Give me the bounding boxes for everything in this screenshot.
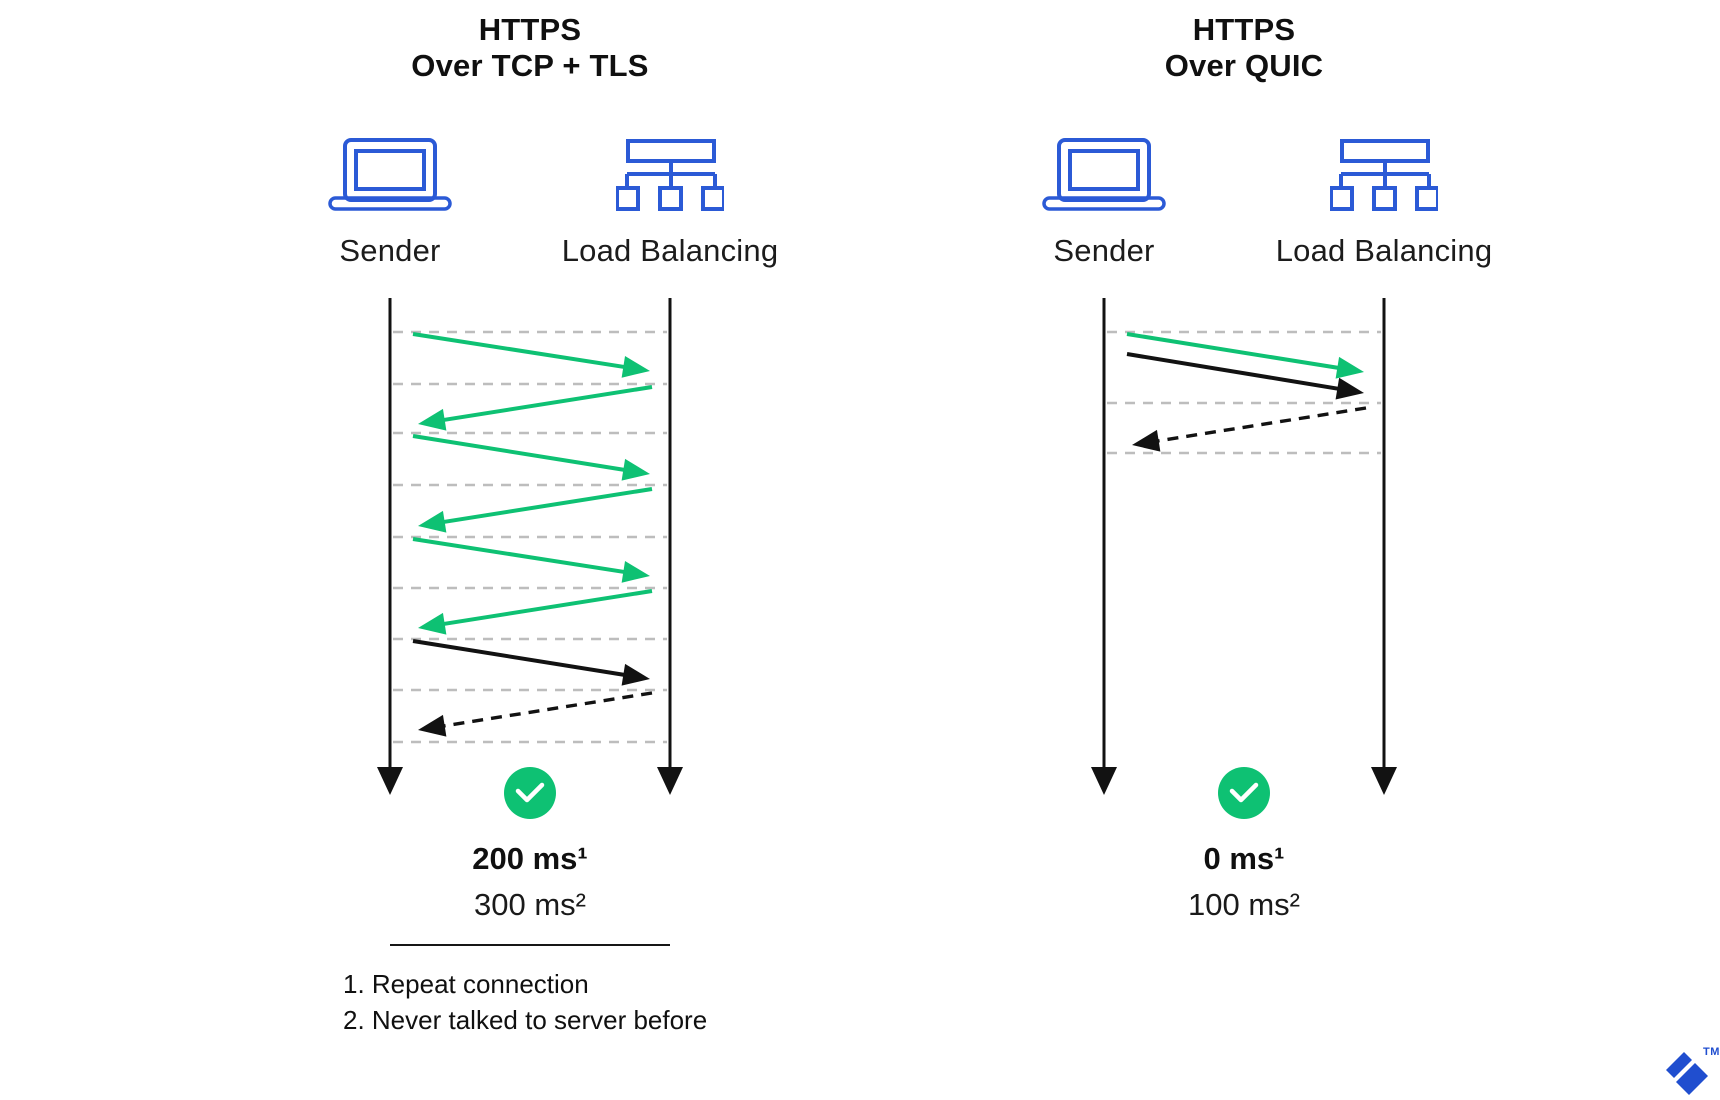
right-title-line1: HTTPS (1192, 12, 1296, 47)
message-arrow-line (436, 385, 653, 424)
footnote-1: 1. Repeat connection (343, 969, 589, 999)
left-title-line1: HTTPS (478, 12, 582, 47)
message-arrow-line (412, 434, 632, 473)
message-arrowhead (1132, 429, 1161, 452)
footnote-2: 2. Never talked to server before (343, 1005, 708, 1035)
right-diagram-title: HTTPS Over QUIC (1044, 12, 1444, 84)
right-time-first-connection: 100 ms² (1188, 887, 1300, 922)
message-arrowhead (621, 355, 650, 378)
trademark-label: TM (1703, 1046, 1720, 1058)
load-balancer-icon (616, 139, 724, 211)
laptop-icon (1042, 138, 1166, 211)
message-arrow-line (1126, 332, 1346, 371)
check-circle-icon (504, 767, 556, 819)
message-arrow-line (1150, 406, 1367, 444)
left-sender-label: Sender (339, 233, 441, 268)
message-arrowhead (418, 408, 447, 431)
message-arrow-line (436, 589, 653, 628)
message-arrowhead (1335, 377, 1364, 400)
message-arrow-line (436, 691, 653, 729)
checkmark-glyph (515, 782, 545, 803)
lifeline-arrowhead (1091, 767, 1117, 795)
right-time-repeat-connection: 0 ms¹ (1203, 841, 1285, 876)
load-balancer-icon (1330, 139, 1438, 211)
lifeline-arrowhead (657, 767, 683, 795)
left-time-repeat-connection: 200 ms¹ (472, 841, 588, 876)
lifeline-arrowhead (1371, 767, 1397, 795)
check-circle-icon (1218, 767, 1270, 819)
message-arrow-line (412, 332, 632, 371)
message-arrowhead (418, 714, 447, 737)
message-arrowhead (418, 510, 447, 533)
toptal-logo-icon (1666, 1052, 1708, 1095)
right-sender-label: Sender (1053, 233, 1155, 268)
left-diagram-title: HTTPS Over TCP + TLS (330, 12, 730, 84)
footnote-divider (390, 944, 670, 946)
message-arrowhead (1335, 356, 1364, 379)
message-arrowhead (621, 663, 650, 686)
message-arrowhead (418, 612, 447, 635)
message-arrow-line (412, 639, 632, 678)
laptop-icon (328, 138, 452, 211)
message-arrow-line (412, 537, 632, 576)
checkmark-glyph (1229, 782, 1259, 803)
message-arrowhead (621, 560, 650, 583)
right-load-balancing-label: Load Balancing (1275, 233, 1493, 268)
lifeline-arrowhead (377, 767, 403, 795)
left-time-first-connection: 300 ms² (474, 887, 586, 922)
message-arrowhead (621, 458, 650, 481)
left-load-balancing-label: Load Balancing (561, 233, 779, 268)
message-arrow-line (1126, 352, 1346, 392)
message-arrow-line (436, 487, 653, 526)
left-title-line2: Over TCP + TLS (411, 48, 649, 83)
footnotes: 1. Repeat connection 2. Never talked to … (343, 966, 843, 1038)
right-title-line2: Over QUIC (1164, 48, 1324, 83)
